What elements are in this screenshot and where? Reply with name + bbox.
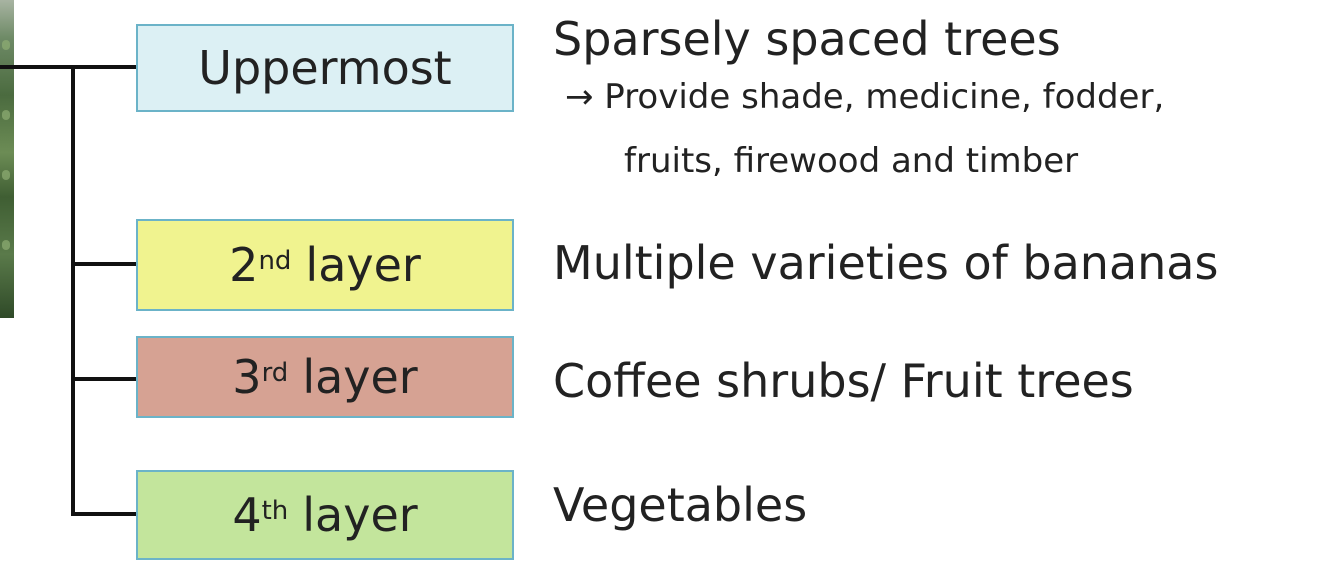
layer-label: layer [305, 238, 421, 292]
layer-ordinal-number: 4 [232, 488, 262, 542]
layer-description-4th: Vegetables [553, 478, 808, 532]
layer-label: Uppermost [198, 41, 452, 95]
branch-line-3 [71, 377, 136, 381]
layer-ordinal-suffix: nd [258, 246, 292, 276]
layer-description-2nd: Multiple varieties of bananas [553, 236, 1219, 290]
layer-detail-line-1: → Provide shade, medicine, fodder, [565, 77, 1165, 117]
branch-line-2 [71, 262, 136, 266]
layer-ordinal-suffix: rd [261, 358, 289, 388]
layer-ordinal-number: 3 [232, 350, 262, 404]
layer-description-3rd: Coffee shrubs/ Fruit trees [553, 354, 1134, 408]
layer-ordinal-number: 2 [229, 238, 259, 292]
layer-label: layer [302, 488, 418, 542]
layer-description-uppermost: Sparsely spaced trees [553, 12, 1061, 66]
layer-label: layer [302, 350, 418, 404]
layer-box-uppermost: Uppermost [136, 24, 514, 112]
layer-detail-line-2: fruits, firewood and timber [624, 141, 1079, 181]
branch-line-4 [71, 512, 136, 516]
tree-trunk-line [71, 65, 75, 515]
photo-connector-line [0, 65, 136, 69]
layer-ordinal-suffix: th [261, 496, 289, 526]
forest-photo [0, 0, 14, 318]
